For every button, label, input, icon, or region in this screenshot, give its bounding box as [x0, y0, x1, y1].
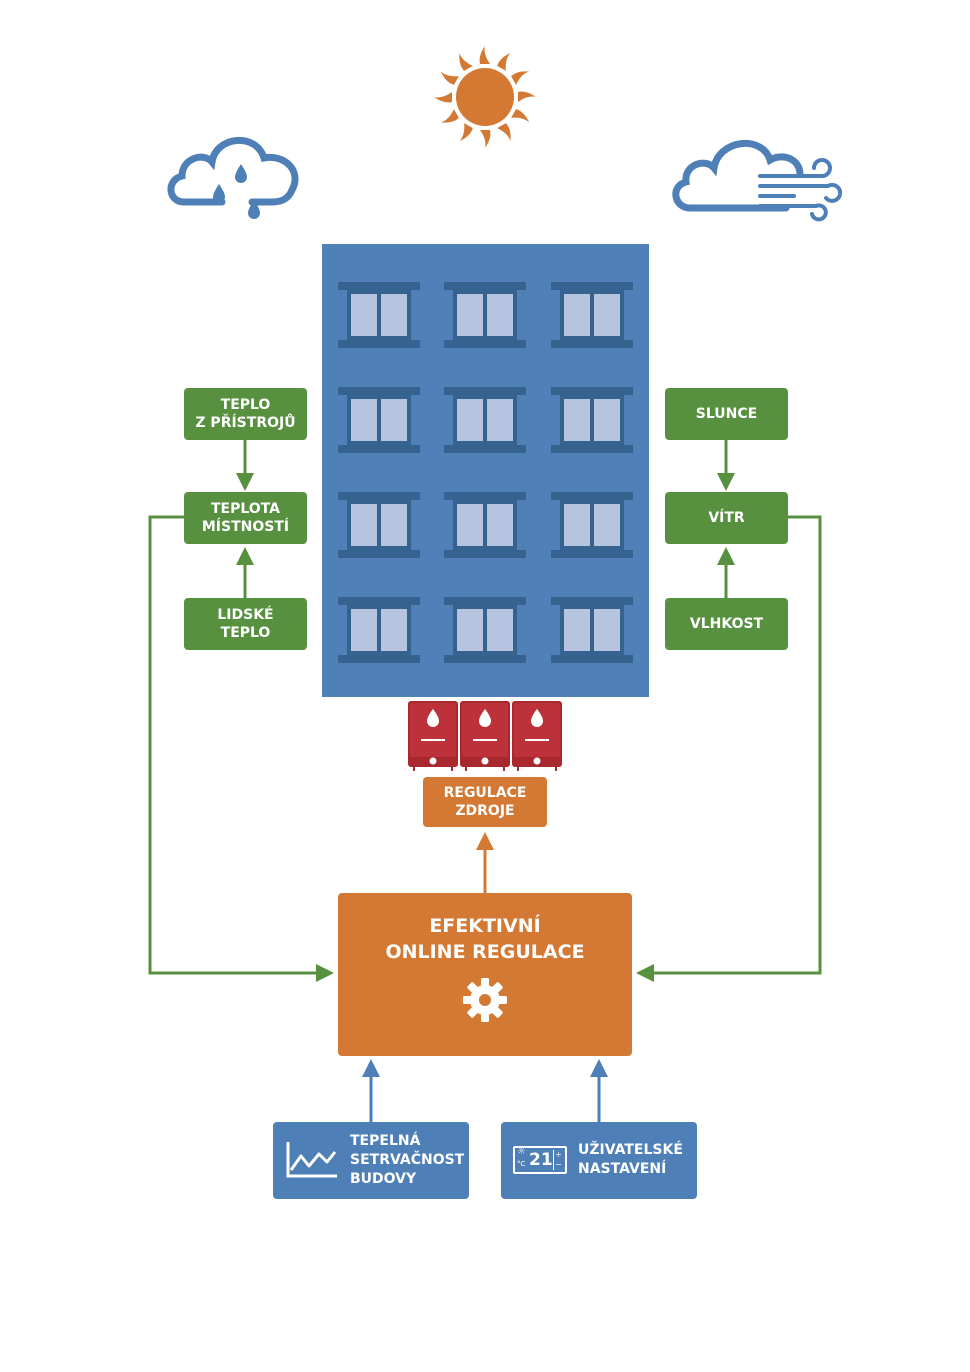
human-heat-label: LIDSKÉ TEPLO	[217, 606, 274, 641]
building-window	[551, 597, 633, 663]
appliance-heat-box: TEPLO Z PŘÍSTROJŮ	[184, 388, 307, 440]
building-window	[444, 597, 526, 663]
sun-ray	[518, 91, 536, 102]
gear-hole	[479, 994, 491, 1006]
sun-ray	[480, 130, 491, 148]
room-temperature-box: TEPLOTA MÍSTNOSTÍ	[184, 492, 307, 544]
building-icon	[322, 244, 649, 697]
user-settings-label: UŽIVATELSKÉ NASTAVENÍ	[578, 1142, 683, 1177]
arrow-room-to-controller	[148, 515, 334, 982]
wind-cloud-icon	[672, 140, 843, 222]
rain-cloud-icon	[167, 137, 299, 219]
human-heat-box: LIDSKÉ TEPLO	[184, 598, 307, 650]
boiler-group	[408, 701, 562, 771]
humidity-label: VLHKOST	[689, 615, 764, 632]
sun-ray	[497, 52, 511, 71]
thermal-inertia-box: TEPELNÁ SETRVAČNOST BUDOVY	[273, 1122, 469, 1199]
building-window	[338, 492, 420, 558]
sun-icon	[434, 46, 536, 148]
wind-label: VÍTR	[708, 509, 745, 526]
sun-ray	[497, 123, 511, 142]
sun-ray	[459, 52, 473, 71]
appliance-heat-label: TEPLO Z PŘÍSTROJŮ	[195, 396, 296, 431]
boiler-icon	[460, 701, 510, 771]
building-window	[551, 492, 633, 558]
user-settings-box: ☼ °C 21 +− UŽIVATELSKÉ NASTAVENÍ	[501, 1122, 697, 1199]
building-window	[551, 282, 633, 348]
sun-ray	[511, 71, 530, 85]
thermostat-sun-icon: ☼	[517, 1146, 526, 1157]
thermal-inertia-label: TEPELNÁ SETRVAČNOST BUDOVY	[350, 1133, 465, 1187]
sun-ray	[479, 46, 490, 64]
sun-ray	[459, 123, 473, 142]
arrow-wind-to-controller	[636, 515, 822, 982]
boiler-icon	[408, 701, 458, 771]
building-window	[444, 492, 526, 558]
thermostat-icon: ☼ °C 21 +−	[513, 1146, 567, 1174]
humidity-box: VLHKOST	[665, 598, 788, 650]
sun-ray	[434, 92, 452, 103]
flame-icon	[479, 709, 491, 727]
thermostat-value: 21	[529, 1150, 553, 1170]
controller-title-line2: ONLINE REGULACE	[385, 941, 585, 963]
building-window	[338, 387, 420, 453]
flame-icon	[531, 709, 543, 727]
building-window	[444, 282, 526, 348]
chart-icon	[286, 1142, 337, 1178]
sun-ray	[440, 71, 459, 85]
building-window	[444, 387, 526, 453]
sun-label: SLUNCE	[695, 405, 758, 422]
source-regulation-label: REGULACE ZDROJE	[443, 784, 527, 819]
controller-title-line1: EFEKTIVNÍ	[429, 915, 541, 937]
room-temperature-label: TEPLOTA MÍSTNOSTÍ	[201, 500, 290, 535]
thermostat-buttons: +−	[553, 1150, 563, 1170]
flame-icon	[427, 709, 439, 727]
thermostat-unit: °C	[517, 1160, 526, 1168]
sun-ray	[511, 109, 530, 123]
sun-box: SLUNCE	[665, 388, 788, 440]
gear-icon	[463, 978, 507, 1022]
source-regulation-box: REGULACE ZDROJE	[423, 777, 547, 827]
building-window	[338, 282, 420, 348]
building-window	[551, 387, 633, 453]
main-controller-box: EFEKTIVNÍ ONLINE REGULACE	[338, 893, 632, 1056]
building-window	[338, 597, 420, 663]
boiler-icon	[512, 701, 562, 771]
wind-box: VÍTR	[665, 492, 788, 544]
sun-ray	[440, 109, 459, 123]
